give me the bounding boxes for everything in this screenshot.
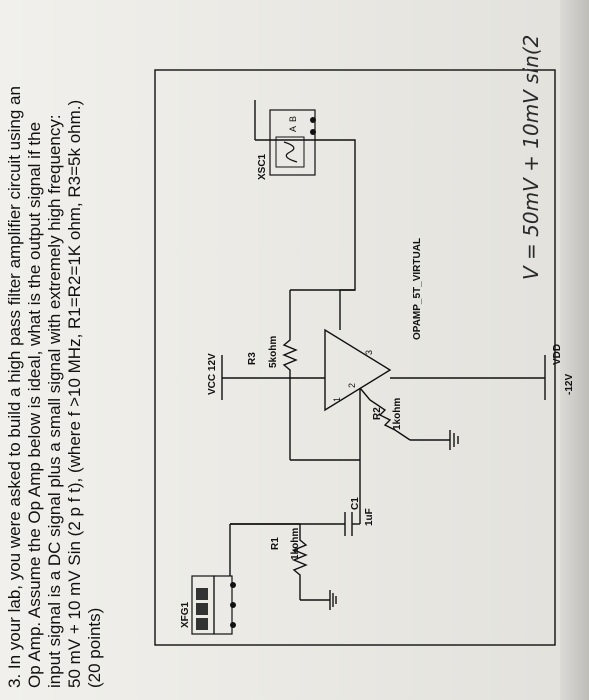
- r3-value: 5kohm: [268, 336, 279, 368]
- vcc-label: VCC 12V: [207, 353, 218, 395]
- handwritten-answer: V = 50mV + 10mV sin(2: [519, 35, 543, 280]
- resistor-r1: R1 1kohm: [270, 524, 308, 600]
- r3-label: R3: [247, 352, 258, 365]
- question-line-5: (20 points): [85, 608, 104, 688]
- pin-3: 3: [364, 350, 374, 355]
- question-text: 3. In your lab, you were asked to build …: [5, 86, 104, 688]
- question-line-1: 3. In your lab, you were asked to build …: [5, 86, 24, 688]
- r2-label: R2: [372, 407, 383, 420]
- schematic-border: [154, 69, 556, 646]
- c1-value: 1uF: [364, 508, 375, 526]
- opamp-label: OPAMP_5T_VIRTUAL: [412, 238, 423, 340]
- paper-edge-shadow: [560, 0, 589, 700]
- vdd-label: VDD: [552, 344, 563, 365]
- scope-label: XSC1: [257, 153, 268, 180]
- pin-1: 1: [332, 397, 342, 402]
- question-line-4: 50 mV + 10 mV Sin (2 p f t), (where f >1…: [65, 100, 84, 688]
- vcc-supply: VCC 12V: [207, 353, 325, 400]
- oscilloscope: XSC1 A B: [257, 109, 316, 180]
- question-line-3: input signal is a DC signal plus a small…: [45, 114, 64, 688]
- func-gen-label: XFG1: [180, 601, 191, 628]
- pin-2: 2: [347, 383, 357, 388]
- r1-label: R1: [270, 537, 281, 550]
- scope-a-label: A: [288, 126, 298, 132]
- op-amp: 1 2 3 OPAMP_5T_VIRTUAL: [324, 238, 423, 412]
- resistor-r3: R3 5kohm: [247, 289, 360, 461]
- wire-output-to-scope: [255, 139, 356, 330]
- capacitor-c1: C1 1uF: [230, 497, 375, 536]
- ground-symbol-fg: [300, 590, 337, 610]
- vdd-supply: VDD -12V: [390, 344, 575, 400]
- scope-b-label: B: [288, 116, 298, 122]
- question-line-2: Op Amp. Assume the Op Amp below is ideal…: [25, 122, 44, 688]
- r2-value: 1kohm: [392, 398, 403, 430]
- r1-value: 1kohm: [290, 528, 301, 560]
- vdd-value: -12V: [564, 374, 575, 395]
- function-generator: XFG1: [180, 575, 236, 635]
- c1-label: C1: [350, 497, 361, 510]
- resistor-r2: R2 1kohm: [359, 387, 459, 450]
